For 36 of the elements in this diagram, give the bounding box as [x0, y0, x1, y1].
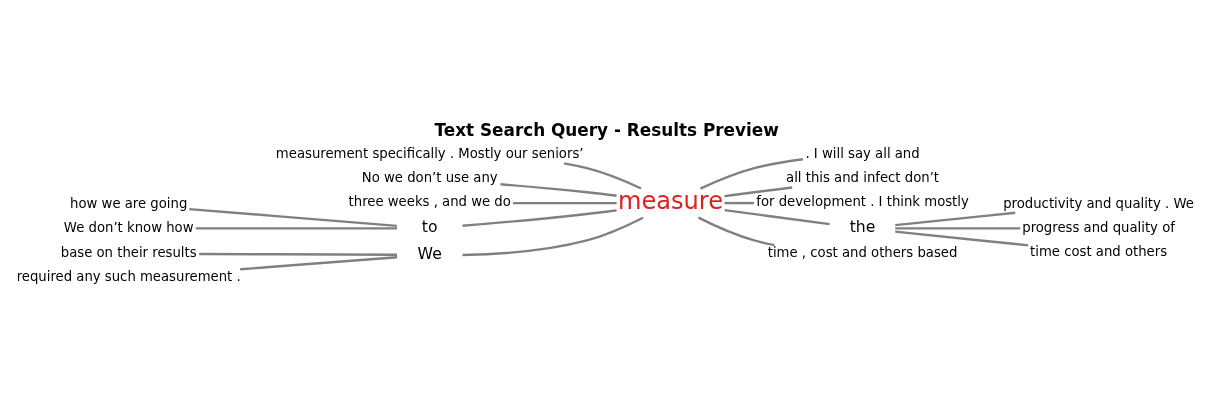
connector [699, 158, 804, 190]
node-text: We don’t know how [63, 219, 194, 235]
node-text: all this and infect don’t [786, 170, 940, 186]
connector [500, 183, 617, 197]
connector [724, 186, 793, 198]
connector [189, 207, 397, 228]
connector [724, 201, 755, 205]
node-text: the [849, 217, 876, 237]
node-text: measurement specifically . Mostly our seniors’ [275, 146, 584, 162]
connector [563, 162, 642, 190]
connector [895, 227, 1021, 230]
connector [512, 201, 617, 205]
node-text: how we are going [70, 195, 188, 211]
connector [462, 209, 617, 227]
node-text: We [417, 243, 442, 263]
connector [240, 256, 398, 271]
node-text: to [421, 217, 438, 237]
node-text: required any such measurement . [16, 269, 241, 285]
connector [895, 230, 1029, 247]
node-text: measure [618, 187, 724, 216]
node-text: for development . I think mostly [756, 194, 969, 210]
connector [724, 208, 830, 226]
node-text: progress and quality of [1022, 219, 1175, 235]
node-text: time cost and others [1030, 243, 1168, 259]
node-text: productivity and quality . We [1003, 195, 1194, 211]
diagram-title: Text Search Query - Results Preview [434, 119, 779, 140]
connector [895, 211, 1016, 227]
node-text: time , cost and others based [767, 245, 958, 261]
connector [199, 252, 398, 256]
connector [195, 227, 398, 230]
node-text: . I will say all and [805, 146, 920, 162]
connector [697, 216, 775, 247]
node-text: base on their results [60, 245, 197, 261]
node-text: three weeks , and we do [348, 194, 511, 210]
connector [462, 216, 644, 257]
node-text: No we don’t use any [361, 170, 498, 186]
